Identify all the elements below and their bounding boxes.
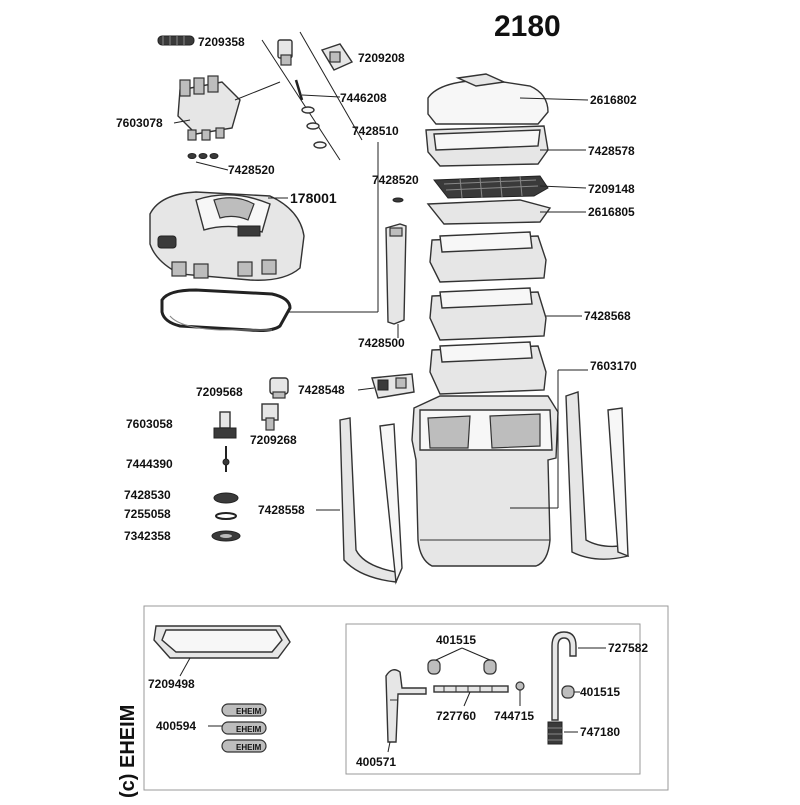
- primer-rod: [222, 446, 230, 472]
- adapter-tube-set: [261, 31, 363, 161]
- accessory-label-727760: 727760: [436, 709, 476, 723]
- part-label-7603170: 7603170: [590, 359, 637, 373]
- primer-seal: [213, 492, 239, 504]
- accessories-frame: [143, 605, 669, 791]
- part-label-7603058: 7603058: [126, 417, 173, 431]
- part-label-178001: 178001: [290, 190, 337, 206]
- pump-head: [149, 191, 305, 281]
- part-label-7428510: 7428510: [352, 124, 399, 138]
- suction-cup-right: [561, 685, 575, 699]
- part-label-7428568: 7428568: [584, 309, 631, 323]
- accessory-label-727582: 727582: [608, 641, 648, 655]
- filter-tray: [153, 625, 291, 659]
- part-label-7603078: 7603078: [116, 116, 163, 130]
- part-label-7428520-adapter: 7428520: [228, 163, 275, 177]
- primer-gasket: [211, 530, 241, 542]
- intake-strainer: [547, 721, 563, 745]
- part-label-7255058: 7255058: [124, 507, 171, 521]
- primer-button: [213, 411, 237, 439]
- accessory-label-401515-top: 401515: [436, 633, 476, 647]
- part-label-7428530: 7428530: [124, 488, 171, 502]
- accessory-label-400594: 400594: [156, 719, 196, 733]
- part-label-7428578: 7428578: [588, 144, 635, 158]
- sticker-text-3: EHEIM: [236, 743, 262, 752]
- part-label-7428520-center: 7428520: [372, 173, 419, 187]
- canister-body: [411, 395, 559, 567]
- top-tray: [425, 125, 549, 167]
- side-handle-right: [565, 391, 630, 560]
- accessory-label-747180: 747180: [580, 725, 620, 739]
- canister-sealing-ring: [160, 288, 292, 332]
- part-label-7209568: 7209568: [196, 385, 243, 399]
- accessory-label-400571: 400571: [356, 755, 396, 769]
- part-label-7428558: 7428558: [258, 503, 305, 517]
- filter-basket-3: [429, 341, 547, 395]
- valve-part: [261, 403, 279, 431]
- filter-pad: [426, 199, 552, 225]
- brand-copyright: (c) EHEIM: [117, 705, 139, 798]
- part-label-2616805: 2616805: [588, 205, 635, 219]
- hose-clip: [157, 35, 195, 46]
- filter-grid: [433, 175, 549, 199]
- part-label-7342358: 7342358: [124, 529, 171, 543]
- spray-bar-end-cap: [515, 681, 525, 691]
- riser-tube: [385, 223, 407, 325]
- outlet-pipe: [385, 669, 427, 743]
- shutoff-tap-part: [320, 43, 354, 71]
- part-label-7209268: 7209268: [250, 433, 297, 447]
- vent-cap: [269, 377, 289, 399]
- sticker-text-2: EHEIM: [236, 725, 262, 734]
- hose-accessories-frame: [345, 623, 641, 775]
- part-label-7209148: 7209148: [588, 182, 635, 196]
- suction-cups: [427, 647, 497, 675]
- part-label-2616802: 2616802: [590, 93, 637, 107]
- part-label-7209358: 7209358: [198, 35, 245, 49]
- side-handle-left: [339, 417, 403, 585]
- model-number: 2180: [494, 10, 561, 43]
- part-label-7209208: 7209208: [358, 51, 405, 65]
- part-label-7428548: 7428548: [298, 383, 345, 397]
- sticker-set: EHEIM EHEIM EHEIM: [221, 703, 267, 753]
- part-label-7444390: 7444390: [126, 457, 173, 471]
- part-label-7446208: 7446208: [340, 91, 387, 105]
- accessory-label-401515-right: 401515: [580, 685, 620, 699]
- spray-bar: [433, 685, 509, 693]
- accessory-label-7209498: 7209498: [148, 677, 195, 691]
- canister-lid: [427, 73, 549, 125]
- hose-adapter-block: [177, 75, 281, 141]
- filter-basket-1: [429, 231, 547, 283]
- filter-basket-2: [429, 287, 547, 341]
- center-o-ring: [392, 197, 404, 203]
- part-label-7428500: 7428500: [358, 336, 405, 350]
- sticker-text-1: EHEIM: [236, 707, 262, 716]
- lid-clip: [371, 373, 415, 399]
- intake-tube: [551, 631, 577, 721]
- adapter-seals: [187, 153, 219, 159]
- accessory-label-744715: 744715: [494, 709, 534, 723]
- primer-o-ring: [215, 512, 237, 520]
